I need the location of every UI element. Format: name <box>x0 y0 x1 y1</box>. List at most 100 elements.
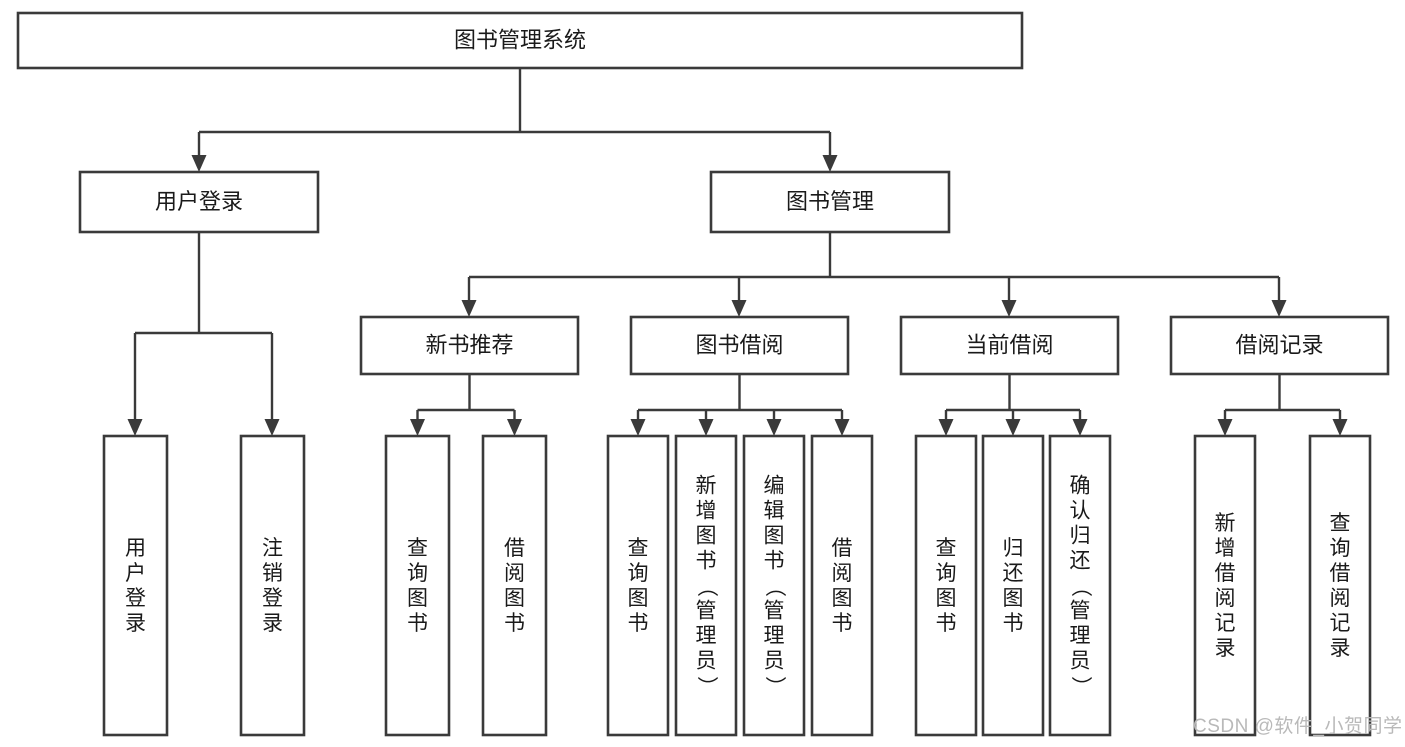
svg-text:新: 新 <box>1215 512 1236 535</box>
arrow-head-icon <box>630 419 646 436</box>
leaf-box[interactable] <box>1308 434 1372 737</box>
svg-text:书: 书 <box>696 550 717 573</box>
root-box[interactable] <box>16 11 1024 70</box>
root-label: 图书管理系统 <box>454 27 586 52</box>
leaf-box[interactable] <box>384 434 451 737</box>
level2-node[interactable]: 用户登录 <box>78 170 320 234</box>
arrow-head-icon <box>1072 419 1088 436</box>
leaf-box[interactable] <box>1048 434 1112 737</box>
svg-text:理: 理 <box>1070 625 1091 648</box>
svg-text:书: 书 <box>1003 612 1024 635</box>
svg-text:增: 增 <box>696 500 717 523</box>
svg-text:阅: 阅 <box>504 562 525 585</box>
leaf-box[interactable] <box>810 434 874 737</box>
leaf-box[interactable] <box>239 434 306 737</box>
leaf-node[interactable]: 用户登录 <box>102 434 169 737</box>
level2-box[interactable] <box>78 170 320 234</box>
leaf-box[interactable] <box>606 434 670 737</box>
svg-text:员: 员 <box>696 650 717 673</box>
level2-label: 图书管理 <box>786 189 874 214</box>
leaf-box[interactable] <box>981 434 1045 737</box>
svg-text:辑: 辑 <box>764 500 785 523</box>
leaf-box[interactable] <box>674 434 738 737</box>
level3-node[interactable]: 当前借阅 <box>899 315 1120 376</box>
svg-text:询: 询 <box>1330 537 1351 560</box>
edges-level3-1-to-leaves <box>630 374 850 436</box>
arrow-head-icon <box>264 419 280 436</box>
svg-text:记: 记 <box>1330 612 1351 635</box>
connector-edges-layer <box>127 68 1348 436</box>
svg-text:查: 查 <box>407 537 428 560</box>
arrow-head-icon <box>461 300 477 317</box>
svg-text:借: 借 <box>1215 562 1236 585</box>
svg-text:认: 认 <box>1070 500 1091 523</box>
leaf-box[interactable] <box>481 434 548 737</box>
node-boxes-layer: 图书管理系统用户登录图书管理新书推荐图书借阅当前借阅借阅记录用户登录注销登录查询… <box>16 11 1390 737</box>
svg-text:员: 员 <box>764 650 785 673</box>
edges-user-login-to-leaves <box>127 232 280 436</box>
svg-text:询: 询 <box>407 562 428 585</box>
leaf-box[interactable] <box>1193 434 1257 737</box>
svg-text:借: 借 <box>832 537 853 560</box>
level3-node[interactable]: 图书借阅 <box>629 315 850 376</box>
root-node[interactable]: 图书管理系统 <box>16 11 1024 70</box>
svg-text:登: 登 <box>262 587 283 610</box>
arrow-head-icon <box>410 419 425 436</box>
leaf-box[interactable] <box>914 434 978 737</box>
arrow-head-icon <box>1001 300 1017 317</box>
level3-box[interactable] <box>899 315 1120 376</box>
csdn-watermark: CSDN @软件_小贺同学 <box>1193 715 1402 737</box>
leaf-box[interactable] <box>742 434 806 737</box>
leaf-box[interactable] <box>102 434 169 737</box>
svg-text:书: 书 <box>504 612 525 635</box>
arrow-head-icon <box>731 300 747 317</box>
svg-text:增: 增 <box>1215 537 1236 560</box>
edges-level3-3-to-leaves <box>1217 374 1348 436</box>
svg-text:图: 图 <box>1003 587 1024 610</box>
svg-text:还: 还 <box>1070 550 1091 573</box>
svg-text:借: 借 <box>504 537 525 560</box>
level2-node[interactable]: 图书管理 <box>709 170 951 234</box>
svg-text:确: 确 <box>1070 475 1091 498</box>
level2-box[interactable] <box>709 170 951 234</box>
arrow-head-icon <box>938 419 954 436</box>
svg-text:还: 还 <box>1003 562 1024 585</box>
svg-text:图: 图 <box>696 525 717 548</box>
svg-text:录: 录 <box>125 612 146 635</box>
svg-text:归: 归 <box>1003 537 1024 560</box>
svg-text:图: 图 <box>407 587 428 610</box>
level3-node[interactable]: 借阅记录 <box>1169 315 1390 376</box>
svg-text:户: 户 <box>125 562 146 585</box>
arrow-head-icon <box>1217 419 1233 436</box>
svg-text:书: 书 <box>407 612 428 635</box>
level3-node[interactable]: 新书推荐 <box>359 315 580 376</box>
edges-root-to-level2 <box>191 68 838 172</box>
svg-text:编: 编 <box>764 475 785 498</box>
level3-box[interactable] <box>629 315 850 376</box>
level3-box[interactable] <box>1169 315 1390 376</box>
svg-text:图: 图 <box>936 587 957 610</box>
svg-text:询: 询 <box>628 562 649 585</box>
level3-box[interactable] <box>359 315 580 376</box>
svg-text:（: （ <box>1069 576 1092 597</box>
svg-text:归: 归 <box>1070 525 1091 548</box>
